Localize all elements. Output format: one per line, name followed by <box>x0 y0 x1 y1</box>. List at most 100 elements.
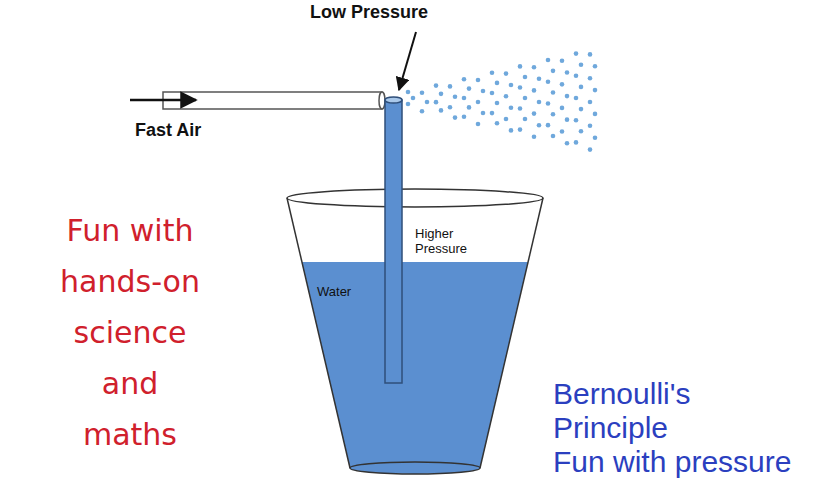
water-spray <box>406 51 598 152</box>
bucket-side <box>480 198 543 468</box>
banner-text: Fun with hands-on science and maths <box>55 205 205 460</box>
air-tube-end <box>379 92 385 109</box>
spray-drop <box>518 127 523 132</box>
spray-drop <box>509 105 514 110</box>
spray-drop <box>565 141 570 146</box>
spray-drop <box>574 96 579 101</box>
spray-drop <box>420 91 425 96</box>
spray-drop <box>546 79 551 84</box>
spray-drop <box>490 111 495 116</box>
subheading-text: Fun with pressure <box>553 445 813 479</box>
spray-drop <box>565 117 570 122</box>
spray-drop <box>476 122 481 127</box>
spray-drop <box>579 85 584 90</box>
spray-drop <box>593 135 598 140</box>
spray-drop <box>490 91 495 96</box>
spray-drop <box>593 88 598 93</box>
pressure-label: Low Pressure <box>310 2 460 23</box>
spray-drop <box>593 112 598 117</box>
spray-drop <box>453 95 458 100</box>
bucket-side <box>287 198 350 468</box>
spray-drop <box>579 129 584 134</box>
spray-drop <box>453 115 458 120</box>
spray-drop <box>518 64 523 69</box>
spray-drop <box>476 100 481 105</box>
spray-drop <box>495 101 500 106</box>
spray-drop <box>588 76 593 81</box>
spray-drop <box>579 62 584 67</box>
spray-drop <box>462 77 467 82</box>
spray-drop <box>551 90 556 95</box>
spray-drop <box>551 112 556 117</box>
spray-drop <box>420 109 425 114</box>
spray-drop <box>574 51 579 56</box>
spray-drop <box>467 105 472 110</box>
spray-drop <box>518 106 523 111</box>
bucket-bottom <box>350 462 480 474</box>
spray-drop <box>546 58 551 63</box>
spray-drop <box>546 101 551 106</box>
spray-drop <box>411 96 416 101</box>
spray-drop <box>593 64 598 69</box>
spray-drop <box>406 102 411 107</box>
spray-drop <box>406 90 411 95</box>
spray-drop <box>560 106 565 111</box>
spray-drop <box>574 140 579 145</box>
spray-drop <box>532 135 537 140</box>
airflow-label: Fast Air <box>135 120 245 141</box>
spray-drop <box>532 111 537 116</box>
spray-drop <box>574 118 579 123</box>
spray-drop <box>574 74 579 79</box>
spray-drop <box>588 52 593 57</box>
spray-drop <box>504 71 509 76</box>
spray-drop <box>565 70 570 75</box>
spray-drop <box>490 71 495 76</box>
spray-drop <box>462 96 467 101</box>
water-fill <box>302 262 528 468</box>
air-flow-arrow <box>130 99 196 102</box>
spray-drop <box>532 65 537 70</box>
pressure-label: Higher Pressure <box>415 226 505 256</box>
spray-drop <box>481 89 486 94</box>
spray-drop <box>518 85 523 90</box>
spray-drop <box>509 83 514 88</box>
spray-drop <box>588 124 593 129</box>
spray-drop <box>476 78 481 83</box>
spray-drop <box>588 147 593 152</box>
spray-drop <box>439 92 444 97</box>
water-bucket: Higher PressureWater <box>285 188 545 476</box>
spray-drop <box>434 83 439 88</box>
spray-drop <box>467 86 472 91</box>
spray-drop <box>523 96 528 101</box>
spray-drop <box>546 123 551 128</box>
spray-drop <box>448 84 453 89</box>
spray-drop <box>509 128 514 133</box>
spray-drop <box>532 88 537 93</box>
spray-drop <box>523 117 528 122</box>
spray-drop <box>434 100 439 105</box>
spray-drop <box>537 77 542 82</box>
spray-drop <box>504 94 509 99</box>
spray-drop <box>551 134 556 139</box>
leader-arrow <box>399 32 416 90</box>
spray-drop <box>462 115 467 120</box>
spray-drop <box>588 100 593 105</box>
straw-tube <box>385 100 402 383</box>
spray-drop <box>523 75 528 80</box>
spray-drop <box>560 59 565 64</box>
spray-drop <box>537 100 542 105</box>
spray-drop <box>448 105 453 110</box>
spray-drop <box>504 117 509 122</box>
spray-drop <box>439 108 444 113</box>
spray-drop <box>579 107 584 112</box>
bucket-rim <box>287 189 543 207</box>
spray-drop <box>425 100 430 105</box>
spray-drop <box>565 94 570 99</box>
spray-drop <box>560 129 565 134</box>
spray-drop <box>481 111 486 116</box>
heading-text: Bernoulli's Principle <box>553 377 723 445</box>
spray-drop <box>537 123 542 128</box>
straw-top <box>385 97 402 103</box>
water-label: Water <box>317 284 387 299</box>
